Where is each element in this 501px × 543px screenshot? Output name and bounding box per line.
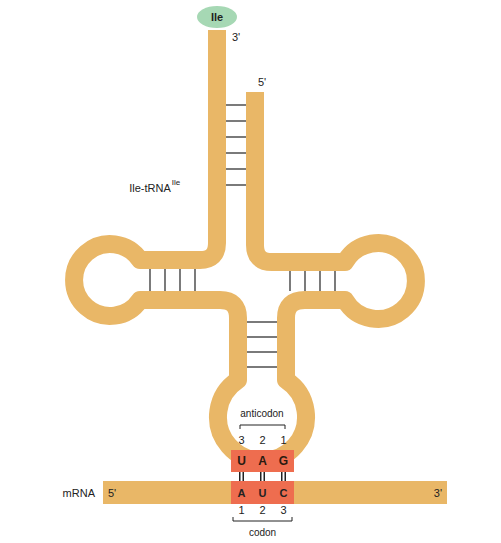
bond-inner [262,472,264,481]
anticodon-base: U [231,450,252,472]
codon-base: C [273,481,294,504]
position-number: 2 [259,434,265,446]
mrna-strand: mRNA5'3'AUC [103,481,447,504]
position-number: 3 [238,434,244,446]
base-letter: U [237,454,246,468]
end-label: 5' [108,487,116,499]
end-label: 3' [232,31,240,43]
end-label: 3' [434,487,442,499]
strand-name: mRNA [63,487,95,499]
bond-inner [241,472,243,481]
codon-base: A [231,481,252,504]
trna-strand [74,30,416,461]
oval-fill [197,6,237,28]
base-letter: C [280,487,288,499]
bond-inner [283,472,285,481]
bond-outer [281,472,286,481]
bracket-label: anticodon [240,408,283,419]
codon-base: U [252,481,273,504]
bond-outer [239,472,244,481]
position-number: 2 [259,504,265,516]
base-letter: Ile [211,11,223,23]
amino-acid-oval: Ile [197,6,237,28]
anticodon-bracket [240,425,285,429]
codon-bracket [233,517,292,521]
base-pairing [241,472,242,481]
base-letter: A [238,487,246,499]
bracket-label: codon [249,527,276,538]
position-number: 1 [280,434,286,446]
position-number: 3 [280,504,286,516]
base-pair-lines [150,105,335,367]
base-letter: A [258,454,267,468]
anticodon-base: A [252,450,273,472]
anticodon-base: G [273,450,294,472]
base-letter: U [259,487,267,499]
molecule-name: Ile-tRNA [129,182,171,194]
base-pairing [283,472,284,481]
superscript: Ile [172,178,180,187]
base-pairing [262,472,263,481]
bond-outer [260,472,265,481]
end-label: 5' [258,76,266,88]
base-letter: G [279,454,288,468]
position-number: 1 [238,504,244,516]
